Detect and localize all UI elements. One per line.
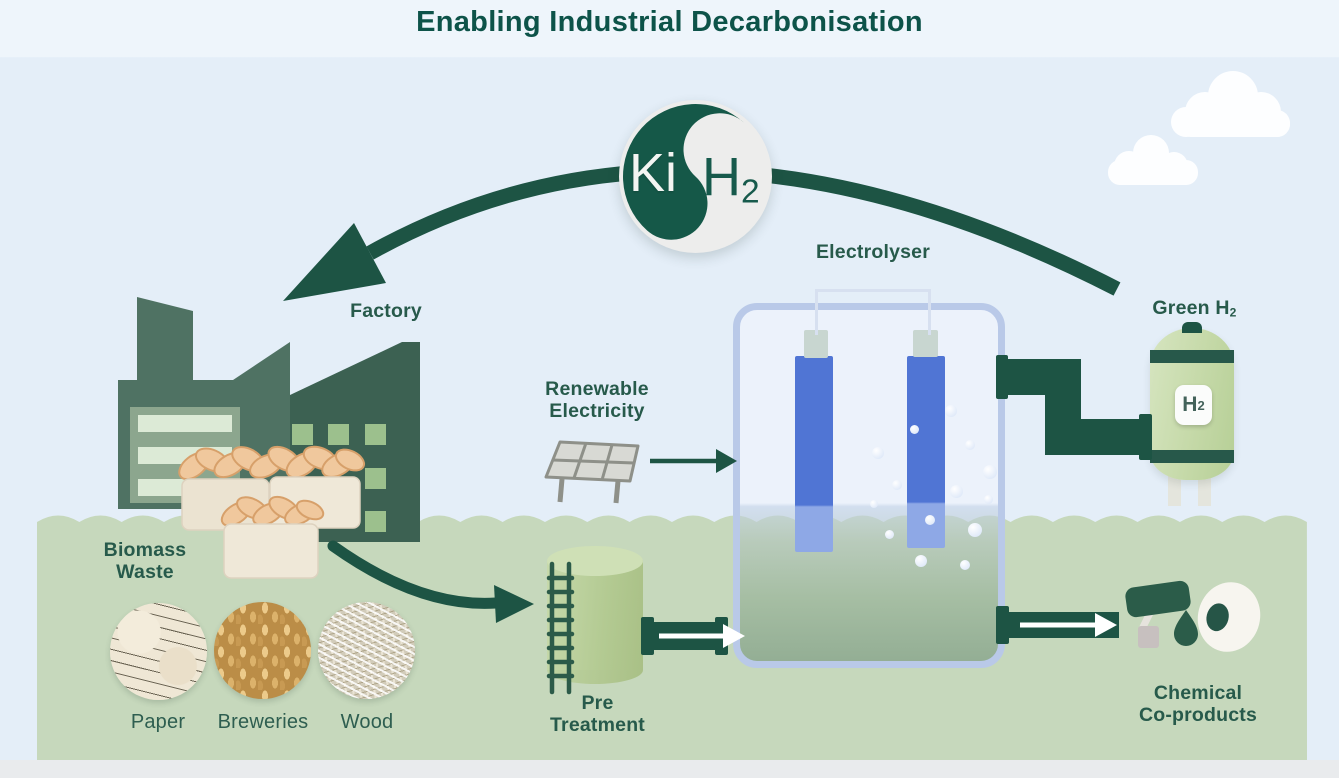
h2-pipe: [1002, 359, 1147, 455]
kih2-logo: Ki H2: [619, 100, 772, 253]
paper-label: Paper: [130, 711, 186, 733]
solar-panel-icon: [544, 440, 640, 504]
cloud-small-icon: [1108, 135, 1198, 185]
breweries-label: Breweries: [217, 711, 309, 733]
tank-leg: [1198, 476, 1211, 506]
tank-band-top: [1150, 350, 1234, 363]
breweries-photo: [214, 602, 311, 699]
coproduct-pipe: [996, 606, 1119, 644]
feed-pipe: [641, 617, 728, 655]
cloud-large-icon: [1171, 71, 1290, 137]
electrode-wire: [815, 289, 931, 335]
tank-valve-icon: [1182, 322, 1202, 333]
electrode-left: [795, 356, 833, 552]
biomass-arrowhead-icon: [494, 585, 534, 623]
tank-leg: [1168, 476, 1181, 506]
electrolyser-label: Electrolyser: [815, 241, 931, 263]
flow-arrowhead-icon: [1095, 613, 1117, 637]
droplet-icon: [1174, 610, 1198, 646]
wood-photo: [318, 602, 415, 699]
pretreatment-tank: [547, 560, 643, 670]
paint-roller-icon: [1125, 580, 1191, 648]
wood-label: Wood: [340, 711, 394, 733]
roll-icon: [1197, 582, 1261, 652]
pretreatment-tank-lid: [547, 546, 643, 576]
logo-ki-text: Ki: [629, 143, 678, 203]
biomass-arrow: [327, 540, 502, 609]
paper-photo: [110, 603, 207, 700]
bottom-bar: [0, 760, 1339, 778]
electrode-cap-right: [913, 330, 938, 357]
factory-label: Factory: [350, 300, 422, 322]
factory-icon: [118, 297, 420, 542]
electrolyser-tank: [733, 303, 1005, 668]
cycle-arrowhead-icon: [283, 223, 386, 301]
logo-h2-text: H2: [702, 147, 760, 211]
tank-band-bottom: [1150, 450, 1234, 463]
page-title: Enabling Industrial Decarbonisation: [416, 6, 923, 38]
green-h2-label: Green H2: [1152, 297, 1237, 320]
